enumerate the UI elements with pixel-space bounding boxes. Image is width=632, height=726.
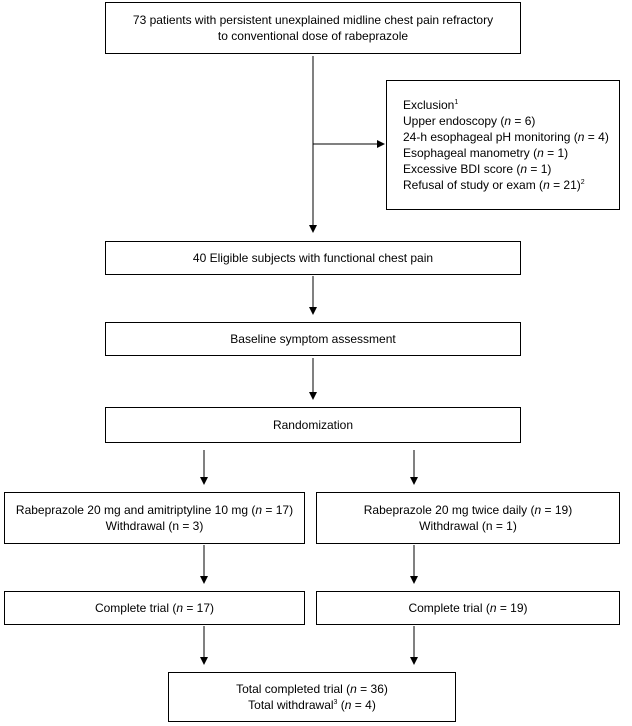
right-complete-box: Complete trial (n = 19) [316,591,620,625]
exclusion-item: Excessive BDI score (n = 1) [403,162,552,176]
right-complete-text: Complete trial (n = 19) [408,601,528,615]
randomization-text: Randomization [272,418,354,432]
total-box: Total completed trial (n = 36) Total wit… [168,672,456,722]
total-withdrawal-text: Total withdrawal3 (n = 4) [248,698,376,712]
left-arm-line-1: Rabeprazole 20 mg and amitriptyline 10 m… [15,503,294,517]
exclusion-item: 24-h esophageal pH monitoring (n = 4) [403,130,609,144]
right-arm-line-1: Rabeprazole 20 mg twice daily (n = 19) [363,503,573,517]
exclusion-box: Exclusion1 Upper endoscopy (n = 6) 24-h … [386,80,620,210]
exclusion-item: Refusal of study or exam (n = 21)2 [403,178,585,192]
left-arm-withdrawal: Withdrawal (n = 3) [105,519,204,533]
left-arm-box: Rabeprazole 20 mg and amitriptyline 10 m… [4,492,305,544]
exclusion-item: Upper endoscopy (n = 6) [403,114,536,128]
left-complete-box: Complete trial (n = 17) [4,591,305,625]
total-completed-text: Total completed trial (n = 36) [236,682,388,696]
left-complete-text: Complete trial (n = 17) [94,601,215,615]
eligible-box: 40 Eligible subjects with functional che… [105,241,521,275]
initial-patients-box: 73 patients with persistent unexplained … [105,2,521,54]
randomization-box: Randomization [105,407,521,443]
right-arm-withdrawal: Withdrawal (n = 1) [419,519,517,533]
eligible-text: 40 Eligible subjects with functional che… [192,251,434,265]
patients-line-2: to conventional dose of rabeprazole [217,29,409,43]
baseline-text: Baseline symptom assessment [230,332,396,346]
exclusion-title: Exclusion1 [403,98,459,112]
baseline-box: Baseline symptom assessment [105,322,521,356]
patients-line-1: 73 patients with persistent unexplained … [132,13,494,27]
exclusion-item: Esophageal manometry (n = 1) [403,146,569,160]
right-arm-box: Rabeprazole 20 mg twice daily (n = 19) W… [316,492,620,544]
